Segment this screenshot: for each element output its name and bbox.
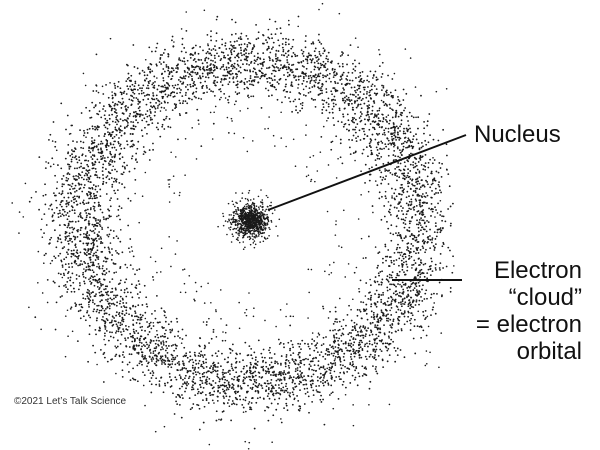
nucleus <box>217 189 281 251</box>
copyright-credit: ©2021 Let’s Talk Science <box>14 396 127 407</box>
electron-cloud <box>11 2 455 450</box>
electron-cloud-label: Electron “cloud” = electron orbital <box>462 257 582 366</box>
electron-label-line-2: “cloud” <box>508 283 582 311</box>
electron-label-line-4: orbital <box>516 337 582 365</box>
nucleus-label: Nucleus <box>474 121 561 148</box>
electron-label-line-1: Electron <box>493 257 582 284</box>
electron-label-line-3: = electron <box>475 310 582 338</box>
nucleus-pointer-line <box>267 134 467 211</box>
